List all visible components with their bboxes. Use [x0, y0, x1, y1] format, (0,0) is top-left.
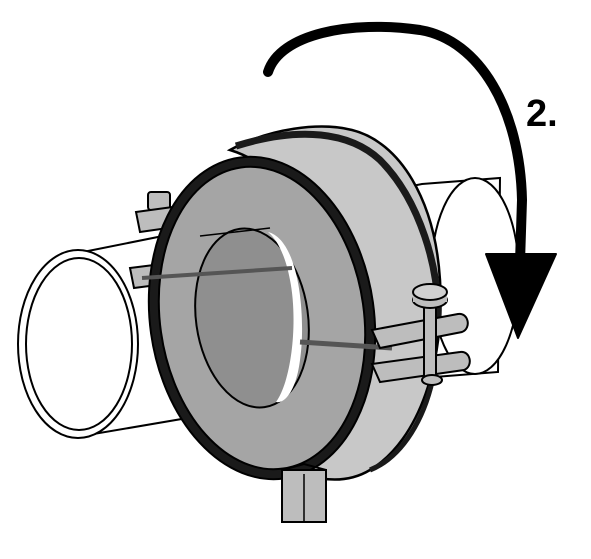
curved-arrow-icon — [263, 21, 557, 339]
arrow-arc — [263, 21, 528, 267]
bolt-nut — [421, 374, 443, 386]
arrow-head — [485, 253, 557, 339]
front-tab-upper — [370, 312, 469, 350]
clamp-seal-band — [234, 130, 442, 321]
rod-top — [281, 462, 327, 471]
bore-pipe-line — [199, 227, 271, 237]
bore-pipe-inner — [268, 232, 303, 403]
mount-rod — [281, 462, 327, 523]
pipe-near-end-inner — [25, 257, 133, 431]
clamp-split-line — [141, 266, 293, 280]
step-number-label: 2. — [526, 93, 558, 135]
clamp-front-face — [141, 155, 393, 481]
bolt-shaft — [423, 301, 437, 383]
front-tab-lower — [370, 350, 471, 384]
clamp-split-line-lower — [299, 339, 393, 351]
bolt-head-top — [412, 283, 448, 301]
front-bracket — [370, 283, 471, 386]
